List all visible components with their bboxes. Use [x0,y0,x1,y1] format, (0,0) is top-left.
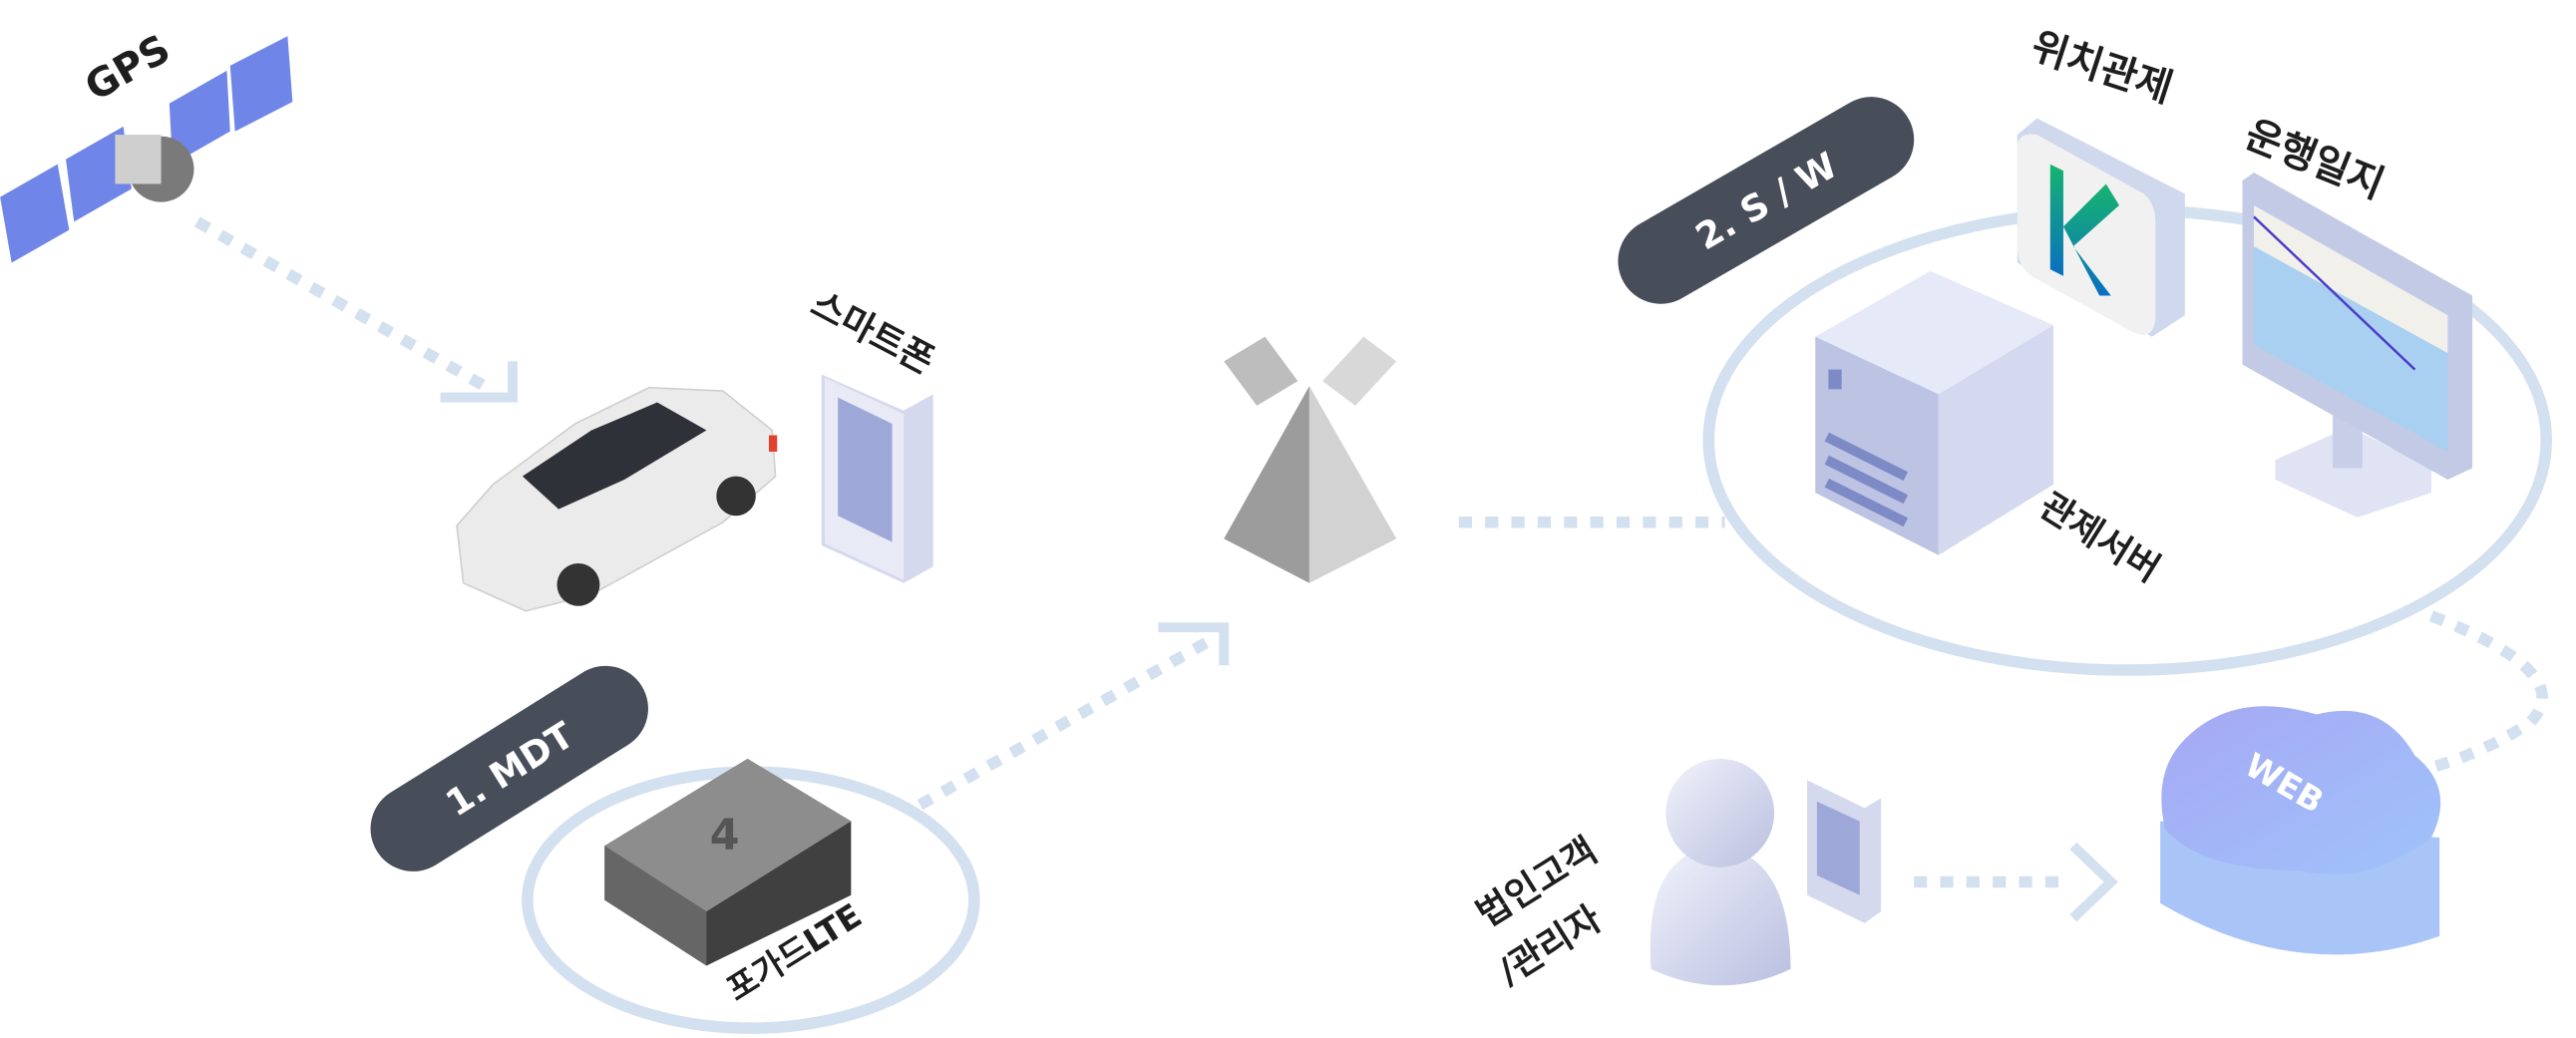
device-logo: 4 [710,811,740,861]
gps-to-car-connector [193,216,497,397]
customer-phone-icon [1807,780,1882,923]
arrow-icon [440,361,518,403]
sw-step-badge: 2. S / W [1618,97,1915,304]
driving-log-monitor-icon [2242,172,2473,518]
device-box-icon: 4 [604,758,852,966]
web-cloud-icon: WEB [2160,706,2441,955]
smartphone-icon [821,374,933,583]
device-to-antenna-connector [917,632,1219,811]
car-icon [456,386,778,612]
location-control-app-icon [2017,118,2185,337]
server-icon [1815,270,2054,555]
location-control-label: 위치관제 [2025,23,2178,112]
smartphone-label: 스마트폰 [804,282,941,383]
gps-satellite-icon [0,36,293,263]
gps-label: GPS [78,26,179,111]
chevron-right-icon [2069,842,2118,922]
antenna-icon [1224,336,1397,583]
control-server-label: 관제서버 [2032,484,2168,590]
customer-person-icon [1650,758,1791,986]
arrow-icon [1158,622,1230,666]
server-to-web-connector [2413,610,2548,778]
